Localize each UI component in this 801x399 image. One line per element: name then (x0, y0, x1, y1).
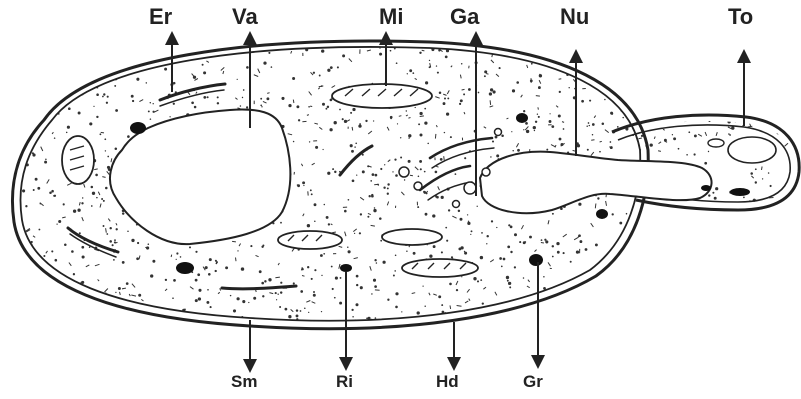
bud-organelle (708, 139, 724, 147)
label-sm: Sm (231, 372, 257, 392)
label-to: To (728, 4, 753, 30)
label-nu: Nu (560, 4, 589, 30)
label-va: Va (232, 4, 258, 30)
label-er: Er (149, 4, 172, 30)
bud-vesicle (728, 137, 776, 163)
label-hd: Hd (436, 372, 459, 392)
label-ri: Ri (336, 372, 353, 392)
label-gr: Gr (523, 372, 543, 392)
label-mi: Mi (379, 4, 403, 30)
label-ga: Ga (450, 4, 479, 30)
